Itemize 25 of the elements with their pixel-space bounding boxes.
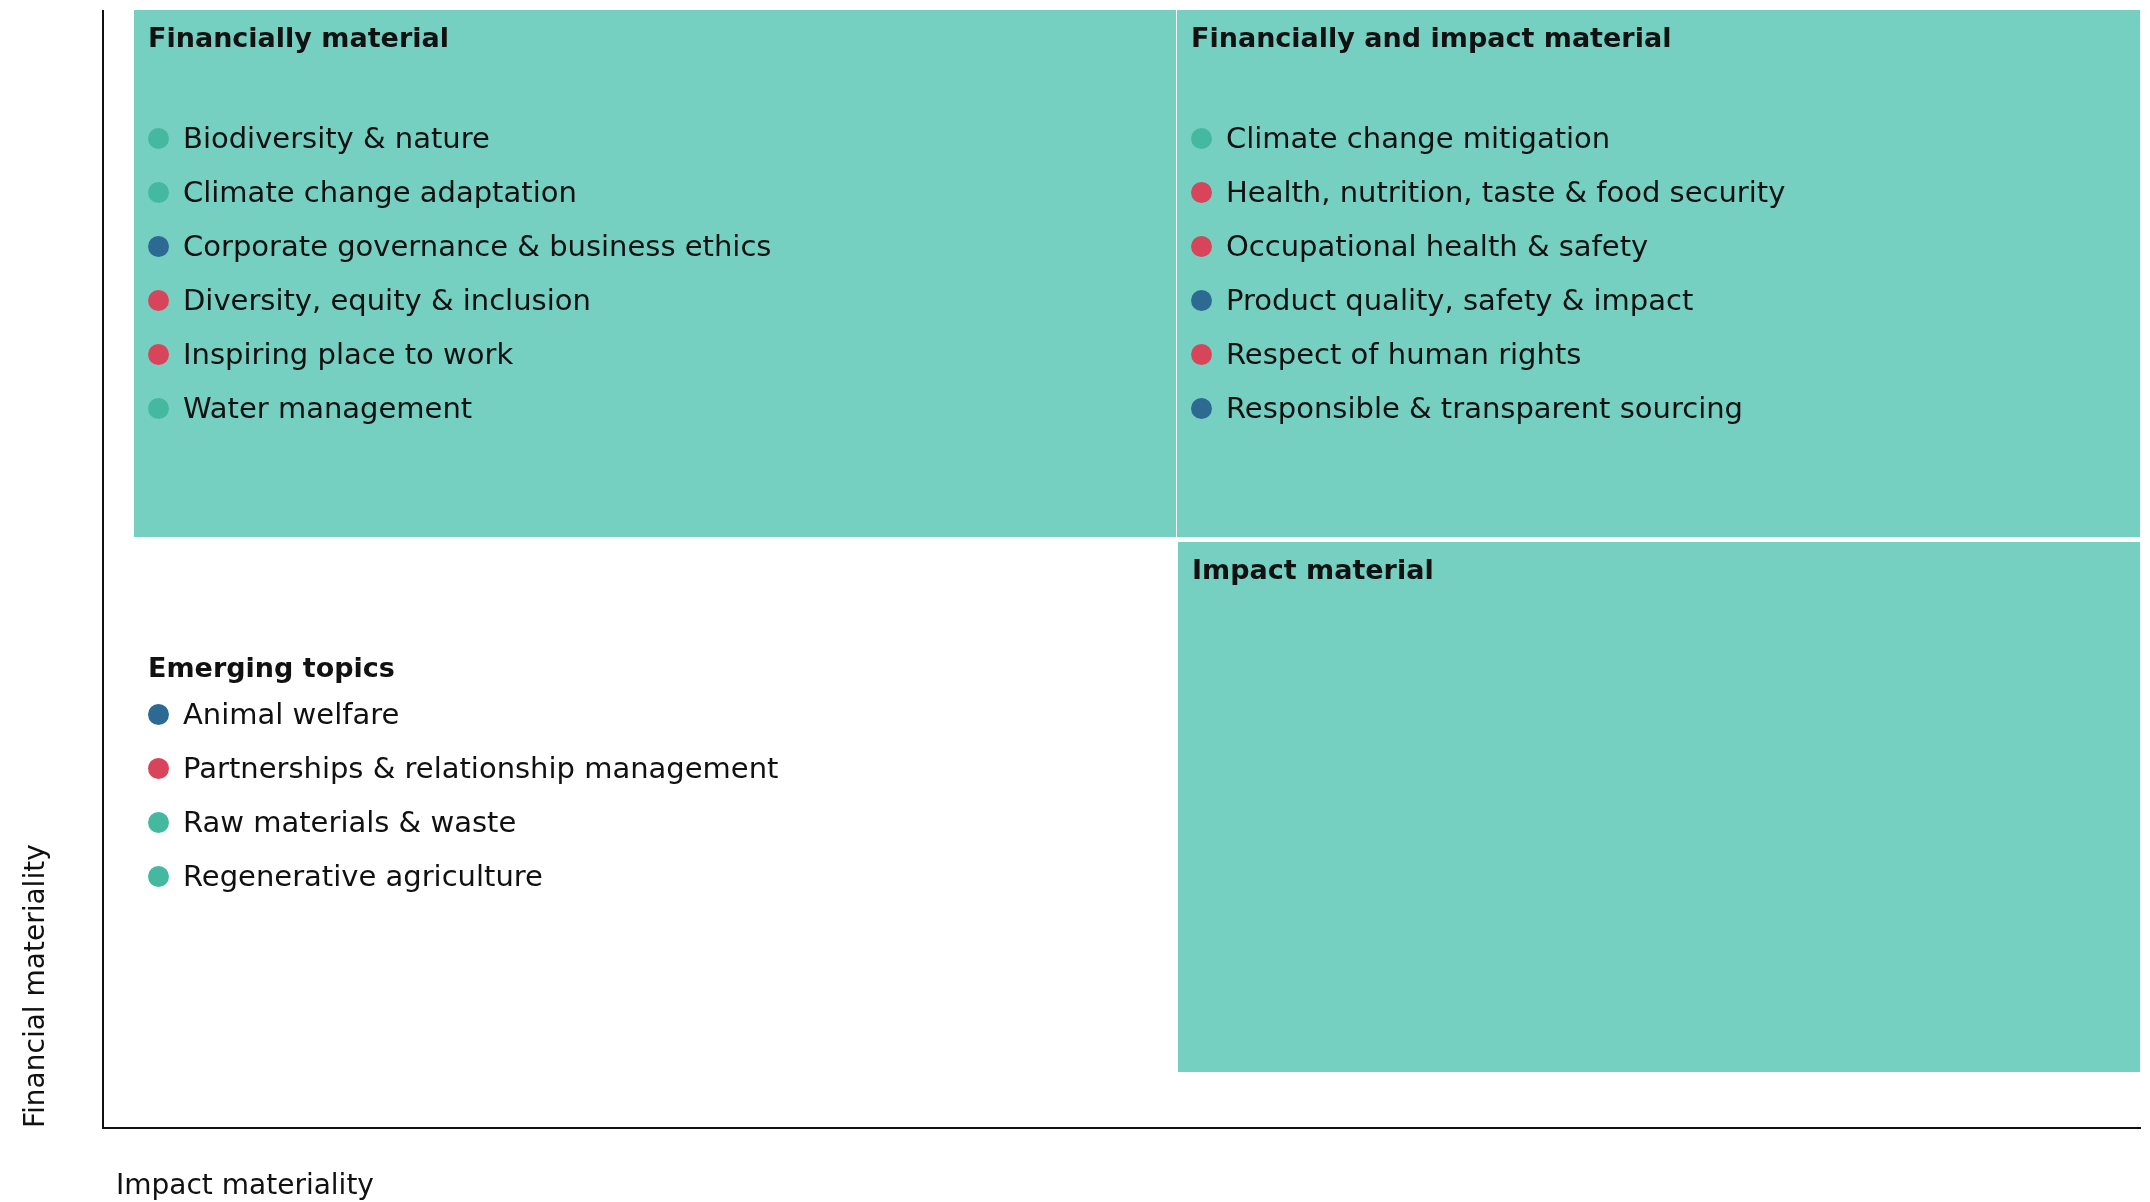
quadrant-panel <box>1177 10 2140 537</box>
quadrant-heading: Impact material <box>1192 554 1434 585</box>
topic-text: Water management <box>183 391 473 425</box>
topic-text: Partnerships & relationship management <box>183 751 779 785</box>
quadrant-heading: Financially material <box>148 22 449 53</box>
topic-text: Health, nutrition, taste & food security <box>1226 175 1786 209</box>
topic-text: Corporate governance & business ethics <box>183 229 772 263</box>
section-heading: Emerging topics <box>148 652 395 683</box>
topic-text: Responsible & transparent sourcing <box>1226 391 1743 425</box>
quadrant-panel <box>134 10 1176 537</box>
topic-text: Respect of human rights <box>1226 337 1582 371</box>
axis-label: Financial materiality <box>18 844 51 1128</box>
topic-text: Regenerative agriculture <box>183 859 543 893</box>
topic-text: Biodiversity & nature <box>183 121 490 155</box>
axis-label: Impact materiality <box>116 1168 374 1201</box>
topic-text: Inspiring place to work <box>183 337 514 371</box>
topic-text: Climate change mitigation <box>1226 121 1611 155</box>
topic-text: Climate change adaptation <box>183 175 577 209</box>
topic-text: Raw materials & waste <box>183 805 517 839</box>
topic-text: Animal welfare <box>183 697 400 731</box>
quadrant-heading: Financially and impact material <box>1191 22 1672 53</box>
topic-text: Diversity, equity & inclusion <box>183 283 591 317</box>
topic-text: Product quality, safety & impact <box>1226 283 1694 317</box>
quadrant-panel <box>1178 542 2140 1072</box>
topic-text: Occupational health & safety <box>1226 229 1649 263</box>
